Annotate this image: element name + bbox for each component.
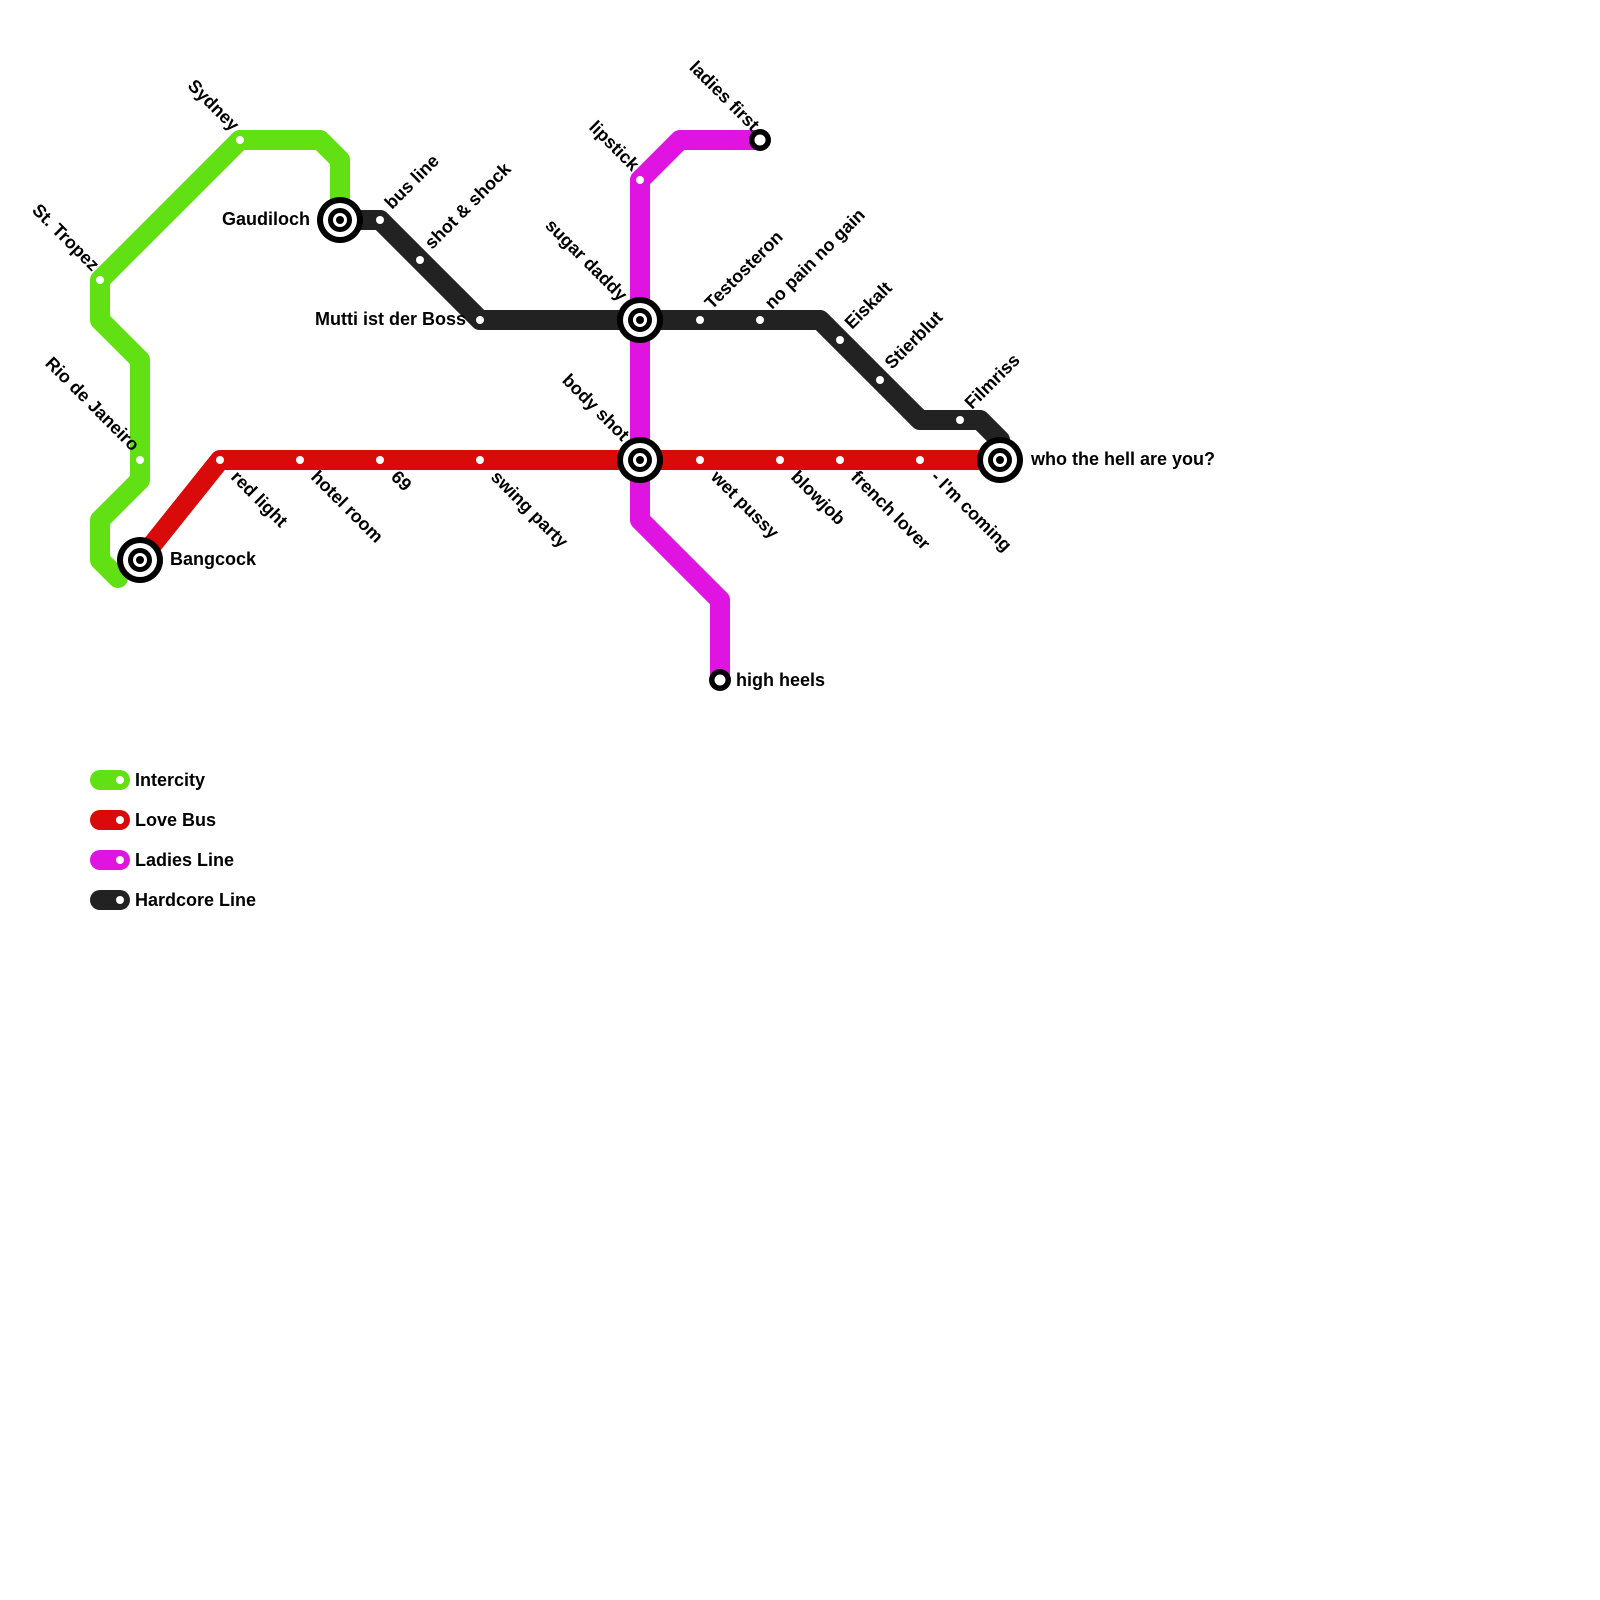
station-dot-filmriss[interactable] (956, 416, 964, 424)
legend-label-love-bus: Love Bus (135, 810, 216, 830)
station-dot-69[interactable] (376, 456, 384, 464)
legend-swatch-dot (116, 856, 124, 864)
legend-item-love-bus: Love Bus (90, 810, 216, 830)
label-red-light: red light (227, 467, 291, 531)
station-dot-wet-pussy[interactable] (696, 456, 704, 464)
terminal-ladies-first[interactable] (749, 129, 771, 151)
station-dot-hotel-room[interactable] (296, 456, 304, 464)
label-bus-line: bus line (381, 151, 443, 213)
label-wet-pussy: wet pussy (706, 466, 782, 542)
label-high-heels: high heels (736, 670, 825, 690)
station-dot-lipstick[interactable] (636, 176, 644, 184)
label-no-pain-no-gain: no pain no gain (761, 205, 869, 313)
station-dot-im-coming[interactable] (916, 456, 924, 464)
legend-swatch-dot (116, 816, 124, 824)
station-dot-st-tropez[interactable] (96, 276, 104, 284)
label-filmriss: Filmriss (961, 350, 1024, 413)
label-lipstick: lipstick (585, 117, 644, 176)
station-dot-mutti-ist-der-boss[interactable] (476, 316, 484, 324)
label-swing-party: swing party (487, 467, 572, 552)
legend-item-intercity: Intercity (90, 770, 205, 790)
station-dot-stierblut[interactable] (876, 376, 884, 384)
legend-item-ladies-line: Ladies Line (90, 850, 234, 870)
station-dot-bus-line[interactable] (376, 216, 384, 224)
legend-label-hardcore-line: Hardcore Line (135, 890, 256, 910)
label-rio-de-janeiro: Rio de Janeiro (41, 353, 143, 455)
legend-swatch-dot (116, 896, 124, 904)
label-body-shot: body shot (558, 370, 633, 445)
label-bangcock: Bangcock (170, 549, 257, 569)
station-dot-sydney[interactable] (236, 136, 244, 144)
station-dot-shot-and-shock[interactable] (416, 256, 424, 264)
legend-label-ladies-line: Ladies Line (135, 850, 234, 870)
hardcore-line (330, 210, 1010, 450)
station-dot-red-light[interactable] (216, 456, 224, 464)
label-blowjob: blowjob (787, 467, 849, 529)
interchange-who-the-hell-are-you[interactable] (977, 437, 1023, 483)
legend: Intercity Love Bus Ladies Line Hardcore … (90, 770, 256, 910)
station-dot-swing-party[interactable] (476, 456, 484, 464)
legend-swatch-dot (116, 776, 124, 784)
label-eiskalt: Eiskalt (841, 278, 896, 333)
label-ladies-first: ladies first (685, 57, 763, 135)
label-gaudiloch: Gaudiloch (222, 209, 310, 229)
terminal-high-heels[interactable] (709, 669, 731, 691)
label-mutti-ist-der-boss: Mutti ist der Boss (315, 309, 466, 329)
station-dot-no-pain-no-gain[interactable] (756, 316, 764, 324)
ladies-line (630, 130, 770, 690)
interchange-sugar-daddy[interactable] (617, 297, 663, 343)
label-french-lover: french lover (847, 467, 934, 554)
label-hotel-room: hotel room (307, 467, 387, 547)
station-dot-eiskalt[interactable] (836, 336, 844, 344)
interchange-gaudiloch[interactable] (317, 197, 363, 243)
station-dot-rio-de-janeiro[interactable] (136, 456, 144, 464)
label-who-the-hell-are-you: who the hell are you? (1030, 449, 1215, 469)
interchange-body-shot[interactable] (617, 437, 663, 483)
label-sugar-daddy: sugar daddy (541, 215, 631, 305)
intercity-line (90, 130, 350, 588)
station-dot-french-lover[interactable] (836, 456, 844, 464)
legend-label-intercity: Intercity (135, 770, 205, 790)
interchange-bangcock[interactable] (117, 537, 163, 583)
label-st-tropez: St. Tropez (28, 200, 103, 275)
legend-item-hardcore-line: Hardcore Line (90, 890, 256, 910)
station-dot-blowjob[interactable] (776, 456, 784, 464)
station-dot-testosteron[interactable] (696, 316, 704, 324)
label-69: 69 (387, 467, 415, 495)
label-stierblut: Stierblut (881, 307, 947, 373)
label-sydney: Sydney (184, 75, 243, 134)
